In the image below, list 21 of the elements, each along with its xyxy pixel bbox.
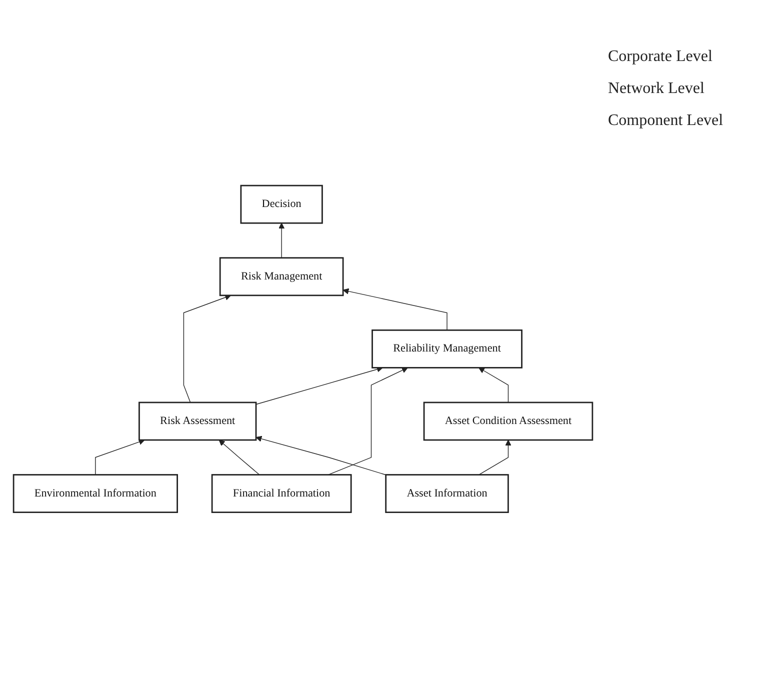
arrow [95, 439, 145, 476]
node-box: Financial Information [211, 474, 352, 514]
arrow [256, 366, 383, 405]
arrow [328, 367, 408, 476]
node-box: Asset Information [385, 474, 509, 514]
arrow [278, 222, 285, 258]
node-box: Environmental Information [12, 474, 178, 514]
node-box: Risk Assessment [138, 402, 257, 441]
node-box: Risk Management [219, 257, 344, 296]
node-box: Decision [240, 184, 323, 224]
node-box: Reliability Management [372, 330, 522, 368]
level-label: Component Level [608, 112, 724, 130]
arrow [478, 368, 509, 403]
arrow [218, 440, 260, 476]
level-label: Corporate Level [608, 48, 714, 66]
arrow [478, 440, 512, 476]
arrow [342, 288, 448, 331]
arrow [256, 436, 386, 476]
level-label: Network Level [608, 80, 706, 98]
arrow [183, 294, 232, 403]
node-box: Asset Condition Assessment [423, 402, 594, 441]
